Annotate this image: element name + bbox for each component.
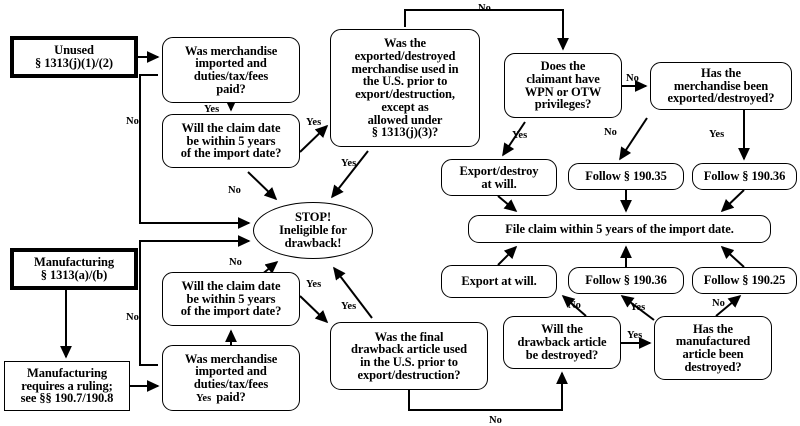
node-q-merchandise-exported[interactable]: Has the merchandise been exported/destro… [650, 62, 792, 110]
edge-label-lbl-no-left-1: No [126, 116, 139, 127]
node-file-claim[interactable]: File claim within 5 years of the import … [468, 215, 771, 243]
edge-label-lbl-yes-4: Yes [306, 279, 322, 290]
node-follow-190-36-bottom[interactable]: Follow § 190.36 [568, 267, 684, 294]
node-q-final-drawback-article[interactable]: Was the final drawback article used in t… [330, 322, 488, 390]
edge-label-lbl-no-left-2: No [126, 312, 139, 323]
node-manufacturing-ruling[interactable]: Manufacturing requires a ruling; see §§ … [4, 361, 130, 411]
edge-label-lbl-yes-6: Yes [341, 301, 357, 312]
edge-19036top-to-file [720, 189, 745, 213]
node-export-at-will[interactable]: Export at will. [441, 265, 557, 298]
node-q-claimdate-1[interactable]: Will the claim date be within 5 years of… [162, 114, 300, 168]
edge-label-lbl-yes-destroy: Yes [627, 330, 643, 341]
edge-label-lbl-no-wpn: No [626, 73, 639, 84]
node-follow-190-36-top[interactable]: Follow § 190.36 [692, 163, 797, 190]
edge-label-lbl-no-final: No [489, 415, 502, 426]
edge-label-lbl-yes-5: Yes [196, 393, 212, 404]
node-unused[interactable]: Unused § 1313(j)(1)/(2) [10, 36, 138, 78]
node-follow-190-25[interactable]: Follow § 190.25 [692, 267, 797, 294]
edge-label-lbl-no-3: No [229, 257, 242, 268]
edge-claimdate1-yes [299, 124, 329, 153]
edge-merch-no [619, 117, 648, 161]
edge-label-lbl-yes-merch: Yes [709, 129, 725, 140]
edge-exportatwill-to-file [497, 245, 518, 266]
node-q-claimdate-2[interactable]: Will the claim date be within 5 years of… [162, 272, 300, 326]
edge-label-lbl-no-2: No [228, 185, 241, 196]
node-manufacturing[interactable]: Manufacturing § 1313(a)/(b) [10, 248, 138, 290]
edge-label-lbl-no-merch: No [604, 127, 617, 138]
edge-label-lbl-yes-2: Yes [306, 117, 322, 128]
edge-label-lbl-no-mfg: No [712, 298, 725, 309]
node-q-wpn-otw[interactable]: Does the claimant have WPN or OTW privil… [504, 53, 622, 118]
node-q-imported-2[interactable]: Was merchandise imported and duties/tax/… [162, 345, 300, 411]
edge-label-lbl-yes-3: Yes [341, 158, 357, 169]
node-q-imported-1[interactable]: Was merchandise imported and duties/tax/… [162, 37, 300, 103]
edge-label-lbl-yes-mfg: Yes [630, 302, 646, 313]
edge-label-lbl-no-destroy: No [568, 300, 581, 311]
edge-19025-to-file [720, 245, 745, 268]
node-stop-ineligible[interactable]: STOP! Ineligible for drawback! [253, 202, 373, 259]
node-follow-190-35[interactable]: Follow § 190.35 [568, 163, 684, 190]
edge-label-lbl-yes-1: Yes [204, 104, 220, 115]
edge-label-lbl-yes-wpn: Yes [512, 130, 528, 141]
edge-claimdate1-no [247, 171, 278, 201]
node-export-destroy-at-will[interactable]: Export/destroy at will. [441, 159, 557, 196]
edge-label-lbl-no-top: No [478, 3, 491, 14]
edge-exportdestroy-to-file [497, 195, 518, 213]
node-q-manufactured-destroyed[interactable]: Has the manufactured article been destro… [654, 316, 772, 380]
edge-claimdate2-yes [299, 295, 329, 324]
node-q-exported-destroyed[interactable]: Was the exported/destroyed merchandise u… [330, 29, 480, 147]
node-q-will-be-destroyed[interactable]: Will the drawback article be destroyed? [503, 316, 621, 369]
